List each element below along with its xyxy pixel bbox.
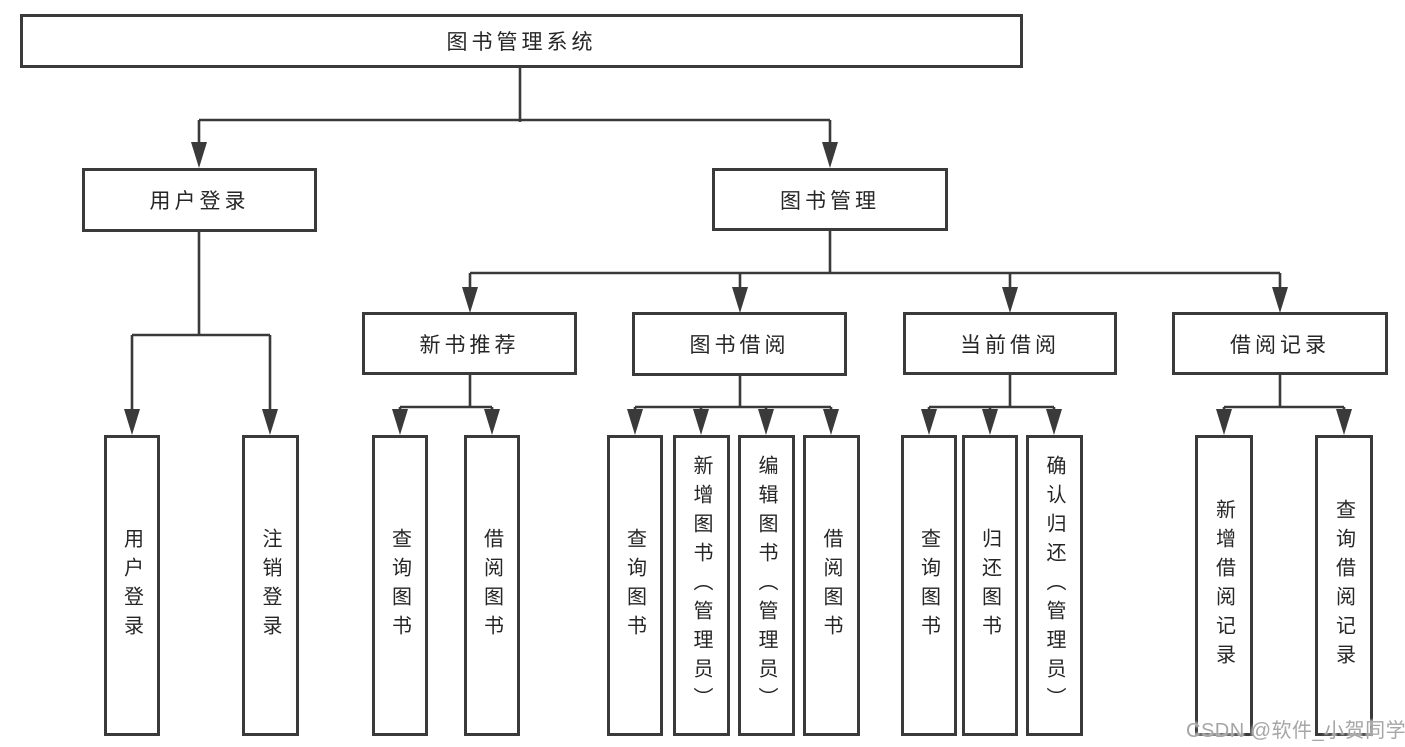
leaf-bb-add-books-admin: 新增图书（管理员） [673,435,730,736]
watermark: CSDN @软件_小贺同学 [1186,720,1405,742]
node-borrow-records: 借阅记录 [1172,312,1388,375]
node-new-book-recommend: 新书推荐 [362,312,577,375]
leaf-br-add-borrow-record: 新增借阅记录 [1195,435,1253,736]
leaf-br-query-borrow-record: 查询借阅记录 [1315,435,1373,736]
leaf-nb-query-books: 查询图书 [372,435,428,736]
leaf-user-login: 用户登录 [104,435,160,736]
leaf-cb-query-books: 查询图书 [901,435,957,736]
leaf-bb-query-books: 查询图书 [607,435,663,736]
leaf-bb-borrow-books: 借阅图书 [803,435,860,736]
tree-edges [130,68,1346,412]
down-arrowheads [124,142,1352,435]
node-user-login: 用户登录 [82,168,317,232]
node-book-management: 图书管理 [712,168,948,231]
node-current-borrowing: 当前借阅 [903,312,1117,375]
leaf-cb-confirm-return-admin: 确认归还（管理员） [1026,435,1083,736]
node-book-borrowing: 图书借阅 [632,312,847,376]
node-root: 图书管理系统 [20,14,1023,68]
leaf-bb-edit-books-admin: 编辑图书（管理员） [738,435,795,736]
leaf-cb-return-books: 归还图书 [962,435,1018,736]
leaf-nb-borrow-books: 借阅图书 [464,435,520,736]
leaf-logout: 注销登录 [242,435,299,736]
